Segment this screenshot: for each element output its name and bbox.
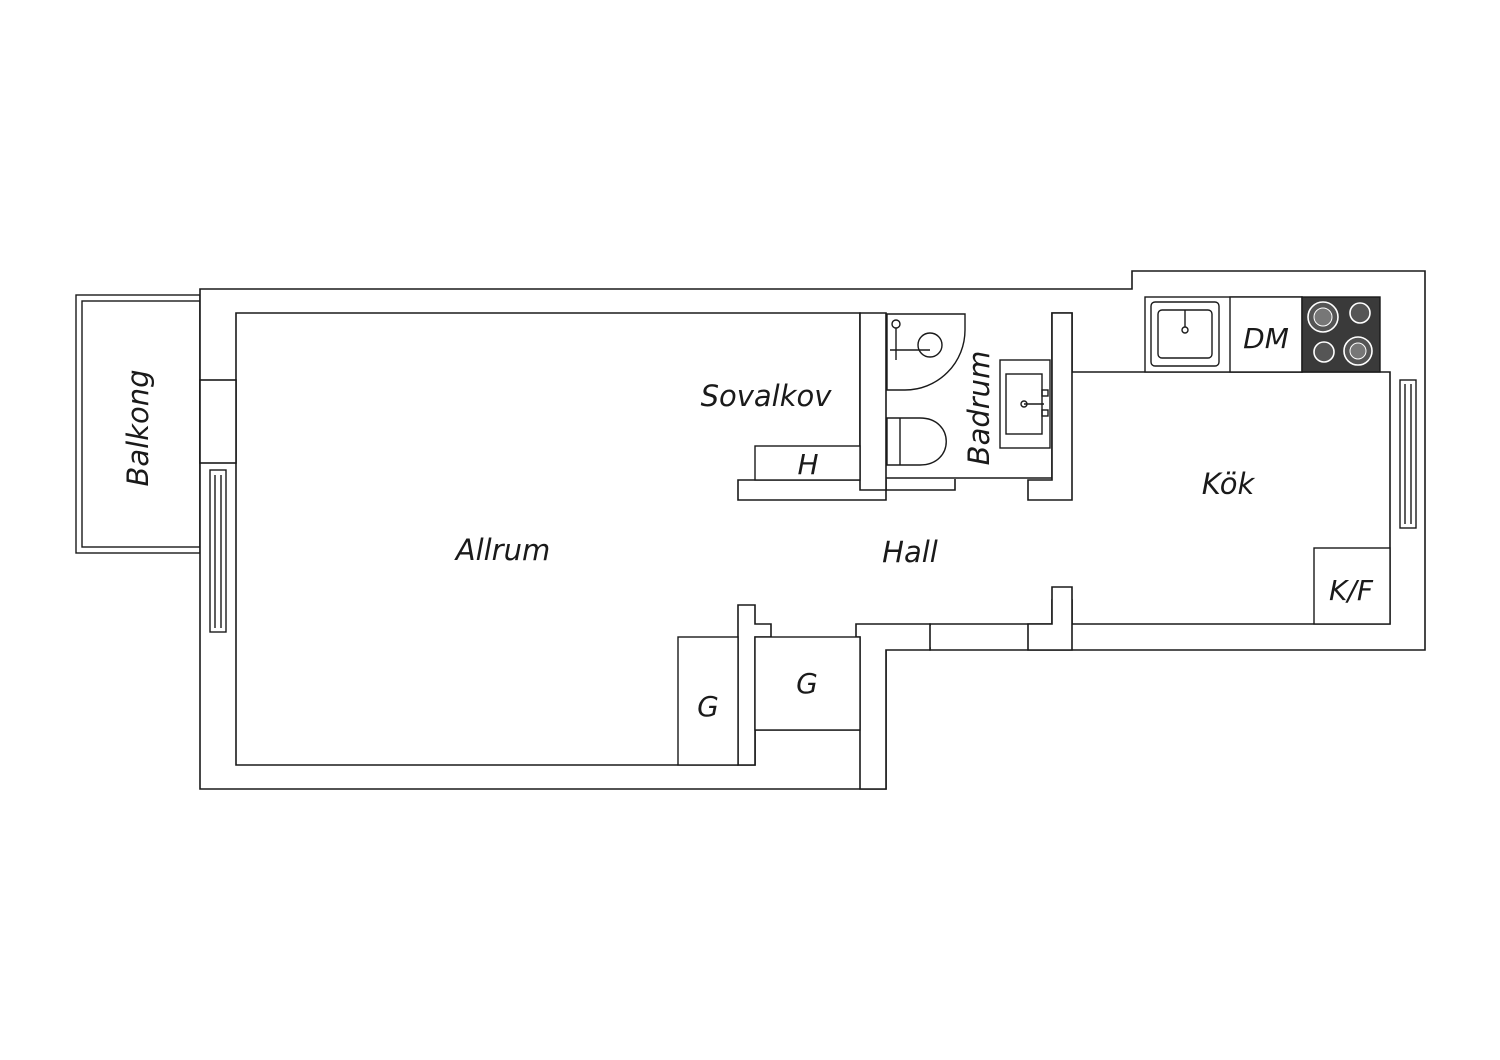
fixture-label-kf: K/F [1329, 574, 1374, 607]
room-label-balkong: Balkong [121, 369, 155, 486]
closet-allrum [677, 636, 739, 766]
fixture-label-g-allrum: G [697, 690, 719, 723]
fixture-label-h: H [797, 448, 818, 481]
room-label-kok: Kök [1202, 467, 1256, 501]
fixture-label-dm: DM [1243, 322, 1289, 355]
window-right [1399, 379, 1417, 529]
closet-hall [754, 636, 861, 731]
toilet-icon [886, 417, 947, 466]
fridge-freezer [1313, 547, 1391, 625]
room-label-badrum: Badrum [962, 351, 996, 466]
shower-icon [886, 313, 966, 391]
hat-shelf [754, 445, 861, 481]
room-label-allrum: Allrum [454, 533, 551, 567]
interior-walls [199, 312, 1073, 790]
stove-icon [1301, 296, 1381, 373]
sink-icon [999, 359, 1051, 449]
window-left [209, 469, 227, 633]
room-label-sovalkov: Sovalkov [701, 379, 833, 413]
room-label-hall: Hall [882, 535, 938, 569]
kitchen-sink-icon [1150, 301, 1220, 367]
fixture-label-g-hall: G [796, 667, 818, 700]
